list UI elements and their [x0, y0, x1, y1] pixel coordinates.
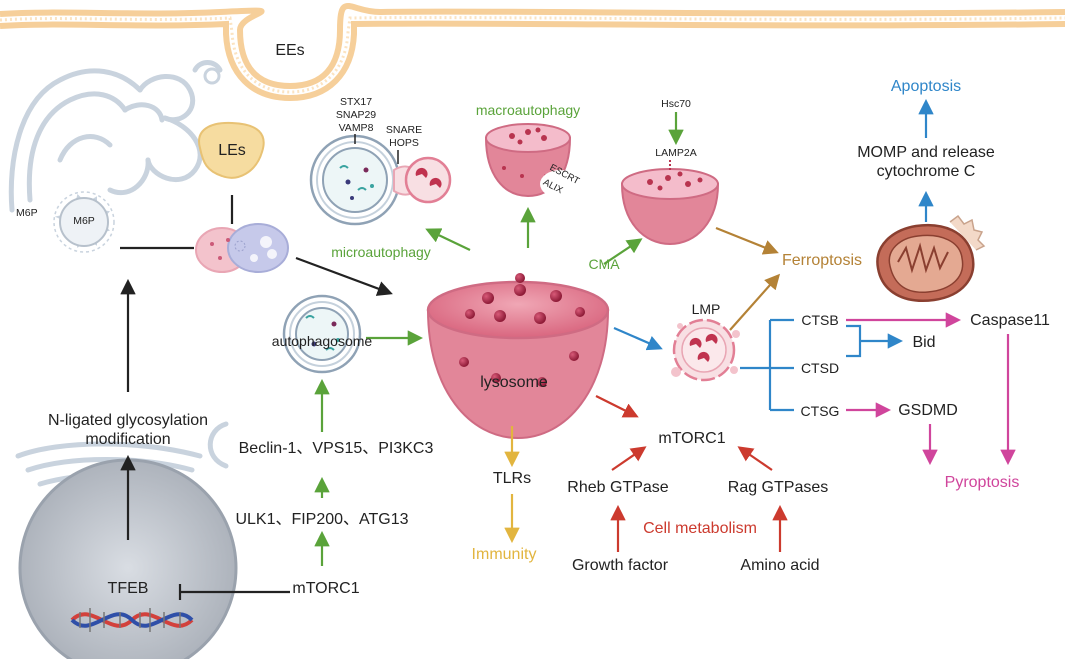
tlrs-label: TLRs — [492, 470, 532, 487]
m6p-outer-label: M6P — [16, 207, 38, 219]
momp-label-line2: cytochrome C — [876, 163, 976, 180]
apoptosis-label: Apoptosis — [890, 78, 962, 95]
arrow-lysosome-mtorc1 — [595, 395, 639, 418]
golgi-apparatus — [8, 60, 223, 213]
ctsg-label: CTSG — [800, 403, 840, 419]
autophagosome-vesicle — [282, 294, 362, 374]
lmp-lysosome — [671, 318, 740, 382]
m6p-inner-label: M6P — [73, 215, 95, 227]
les-vesicle — [198, 121, 265, 179]
snare-label: SNARE — [385, 124, 423, 136]
connectors — [120, 98, 1016, 600]
vamp8-label: VAMP8 — [338, 122, 374, 134]
arrow-rag-mtorc1 — [737, 446, 773, 471]
cma-vesicle — [620, 160, 720, 246]
rag-gtpases-label: Rag GTPases — [727, 479, 829, 496]
caspase11-label: Caspase11 — [970, 312, 1050, 329]
arrow-cma-ferroptosis — [715, 226, 779, 255]
ees-label: EEs — [275, 42, 305, 59]
cell-metabolism-label: Cell metabolism — [643, 520, 757, 537]
m6p-vesicle — [53, 191, 115, 253]
growth-factor-label: Growth factor — [571, 557, 669, 574]
les-label: LEs — [218, 142, 246, 159]
mtorc1-bottom-label: mTORC1 — [292, 580, 360, 597]
beclin-complex-label: Beclin-1、VPS15、PI3KC3 — [238, 440, 434, 457]
amino-acid-label: Amino acid — [740, 557, 820, 574]
mitochondrion — [876, 214, 986, 302]
autolysosome-fusion — [309, 134, 452, 226]
snap29-label: SNAP29 — [335, 109, 377, 121]
plasma-membrane — [0, 3, 1065, 102]
arrow-cma — [603, 238, 643, 265]
macroautophagy-vesicle — [484, 123, 580, 198]
arrow-lysosome-lmp — [613, 326, 663, 351]
arrow-endolysosome-lysosome — [295, 256, 393, 296]
hsc70-label: Hsc70 — [661, 98, 691, 110]
pyroptosis-label: Pyroptosis — [944, 474, 1020, 491]
arrow-ctsb-ctsd-bid — [846, 324, 900, 358]
lysosome-vesicle — [426, 273, 610, 440]
nglyc-label-line1: N-ligated glycosylation — [47, 412, 209, 429]
ferroptosis-label: Ferroptosis — [781, 252, 863, 269]
arrow-lmp-ferroptosis — [729, 273, 781, 331]
ulk-complex-label: ULK1、FIP200、ATG13 — [235, 511, 409, 528]
endolysosome-fusion — [195, 223, 289, 273]
nglyc-label-line2: modification — [85, 431, 171, 448]
macroautophagy-label: macroautophagy — [475, 102, 581, 118]
lamp2a-label: LAMP2A — [655, 147, 697, 159]
lmp-label: LMP — [691, 301, 721, 317]
mtorc1-center-label: mTORC1 — [658, 430, 726, 447]
lysosome-label: lysosome — [480, 374, 548, 391]
cma-label: CMA — [588, 256, 620, 272]
arrow-microautophagy — [425, 228, 471, 251]
microautophagy-label: microautophagy — [331, 244, 431, 260]
immunity-label: Immunity — [471, 546, 537, 563]
tfeb-label: TFEB — [107, 580, 149, 597]
stx17-label: STX17 — [339, 96, 373, 108]
arrow-rheb-mtorc1 — [611, 446, 647, 471]
bid-label: Bid — [912, 334, 936, 351]
dna-helix-icon — [70, 608, 194, 632]
rheb-gtpase-label: Rheb GTPase — [567, 479, 669, 496]
autophagosome-label: autophagosome — [271, 333, 373, 349]
ctsb-label: CTSB — [801, 312, 839, 328]
golgi-vesicle — [203, 67, 221, 85]
hops-label: HOPS — [389, 137, 419, 149]
momp-label-line1: MOMP and release — [857, 144, 995, 161]
ctsd-label: CTSD — [800, 360, 840, 376]
bracket-lmp-cathepsins — [740, 318, 794, 412]
gsdmd-label: GSDMD — [898, 402, 958, 419]
